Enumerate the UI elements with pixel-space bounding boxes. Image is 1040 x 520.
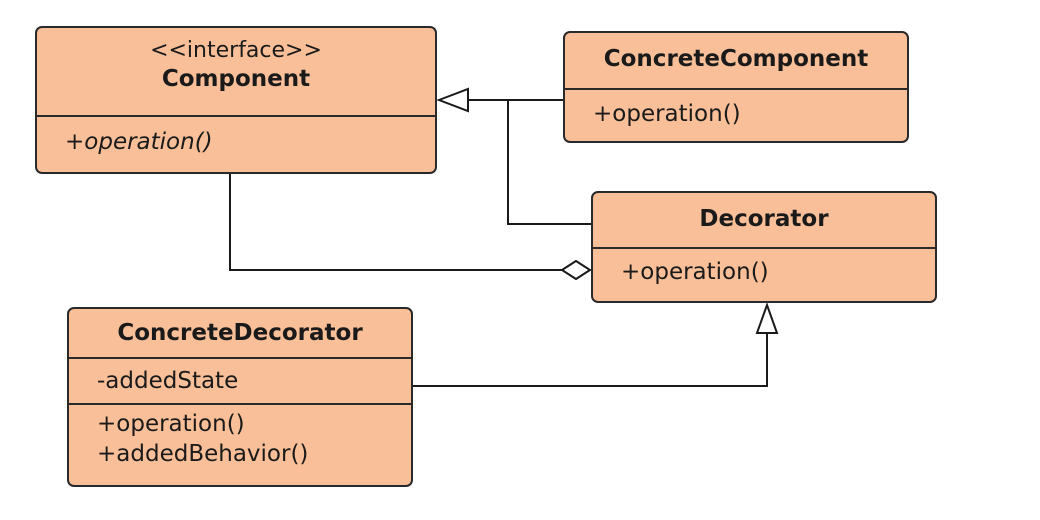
class-header: Decorator: [593, 193, 935, 249]
class-operations: +operation(): [37, 117, 435, 157]
operation-item: +addedBehavior(): [97, 441, 309, 467]
class-box-component[interactable]: <<interface>> Component +operation(): [35, 26, 437, 174]
class-name: Decorator: [699, 206, 829, 232]
class-header: ConcreteDecorator: [69, 309, 411, 359]
attribute-item: -addedState: [97, 368, 239, 394]
operation-item: +operation(): [65, 129, 213, 155]
aggregation-line: [229, 174, 562, 271]
class-operations: +operation(): [593, 249, 935, 287]
class-box-decorator[interactable]: Decorator +operation(): [591, 191, 937, 303]
realization-arrowhead: [436, 87, 469, 113]
class-box-concrete-component[interactable]: ConcreteComponent +operation(): [563, 31, 909, 143]
operation-item: +operation(): [621, 259, 769, 285]
realization-line-decorator: [507, 100, 591, 225]
class-header: <<interface>> Component: [37, 28, 435, 117]
inheritance-arrowhead: [755, 302, 779, 334]
class-name: ConcreteComponent: [603, 46, 869, 72]
class-box-concrete-decorator[interactable]: ConcreteDecorator -addedState +operation…: [67, 307, 413, 487]
aggregation-diamond: [560, 259, 592, 281]
inheritance-line: [413, 333, 768, 387]
class-stereotype: <<interface>>: [150, 38, 322, 63]
class-operations: +operation() +addedBehavior(): [69, 405, 411, 469]
class-operations: +operation(): [565, 90, 907, 129]
class-attributes: -addedState: [69, 359, 411, 405]
operation-item: +operation(): [97, 411, 245, 437]
class-name: Component: [161, 66, 311, 92]
class-name: ConcreteDecorator: [117, 320, 363, 346]
operation-item: +operation(): [593, 101, 741, 127]
class-header: ConcreteComponent: [565, 33, 907, 90]
